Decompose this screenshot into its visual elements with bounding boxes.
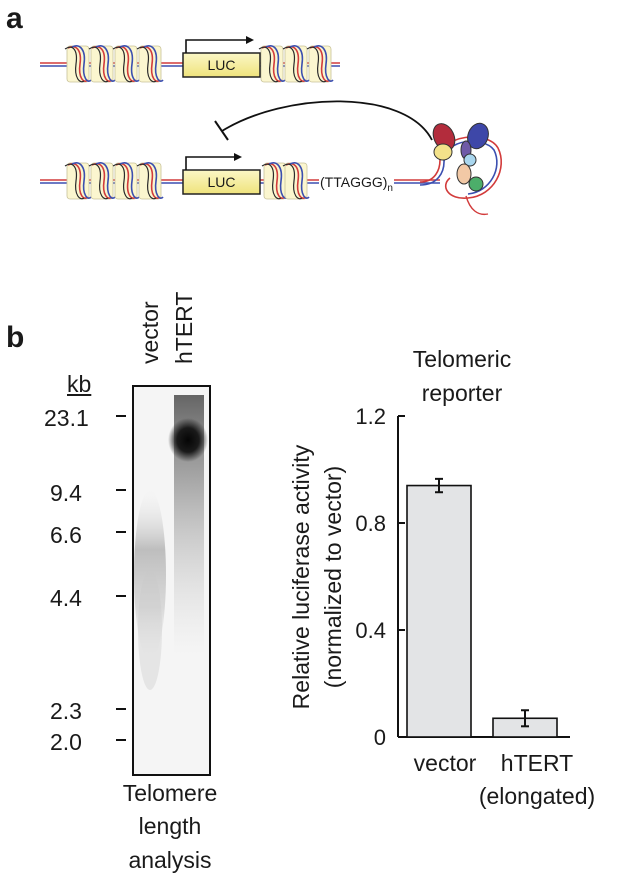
panel-a-letter: a — [6, 2, 23, 35]
repression-arc — [214, 100, 433, 141]
bottom-luc-label: LUC — [207, 174, 236, 190]
gel-caption-line-1: Telomere — [122, 780, 218, 806]
marker-label-2-3: 2.3 — [50, 698, 82, 724]
y-tick-label-1: 0.4 — [355, 618, 386, 643]
top-luc-box — [182, 52, 261, 78]
x-category-label-0-0: vector — [414, 750, 477, 776]
gel-band-htert — [168, 418, 208, 462]
panel-b-letter: b — [6, 321, 25, 354]
gel-caption-line-3: analysis — [128, 847, 212, 873]
gel-marker-ticks — [116, 415, 126, 741]
shelterin-complex-icon — [432, 122, 489, 192]
chart-title-line-1: Telomeric — [412, 346, 512, 372]
telomeric-repeat-label: (TTAGGG)n — [319, 173, 394, 198]
marker-label-6-6: 6.6 — [50, 522, 82, 548]
gel-unit-label: kb — [67, 371, 92, 397]
bottom-promoter-arrow-icon — [185, 153, 242, 170]
marker-label-23-1: 23.1 — [44, 405, 89, 431]
top-luc-label: LUC — [207, 57, 236, 73]
marker-label-9-4: 9.4 — [50, 480, 82, 506]
gel-lane-vector-smear — [134, 490, 166, 690]
marker-label-2-0: 2.0 — [50, 729, 82, 755]
y-tick-label-2: 0.8 — [355, 511, 386, 536]
bar-0 — [406, 484, 472, 738]
top-promoter-arrow-icon — [185, 36, 254, 53]
x-category-label-1-0: hTERT — [501, 750, 573, 776]
gel-caption-line-2: length — [138, 813, 202, 839]
y-tick-label-3: 1.2 — [355, 404, 386, 429]
bottom-luc-box — [182, 169, 261, 195]
y-tick-label-0: 0 — [374, 725, 386, 750]
chart-title-line-2: reporter — [421, 380, 503, 406]
x-category-label-1-1: (elongated) — [479, 783, 595, 809]
marker-label-4-4: 4.4 — [50, 585, 82, 611]
